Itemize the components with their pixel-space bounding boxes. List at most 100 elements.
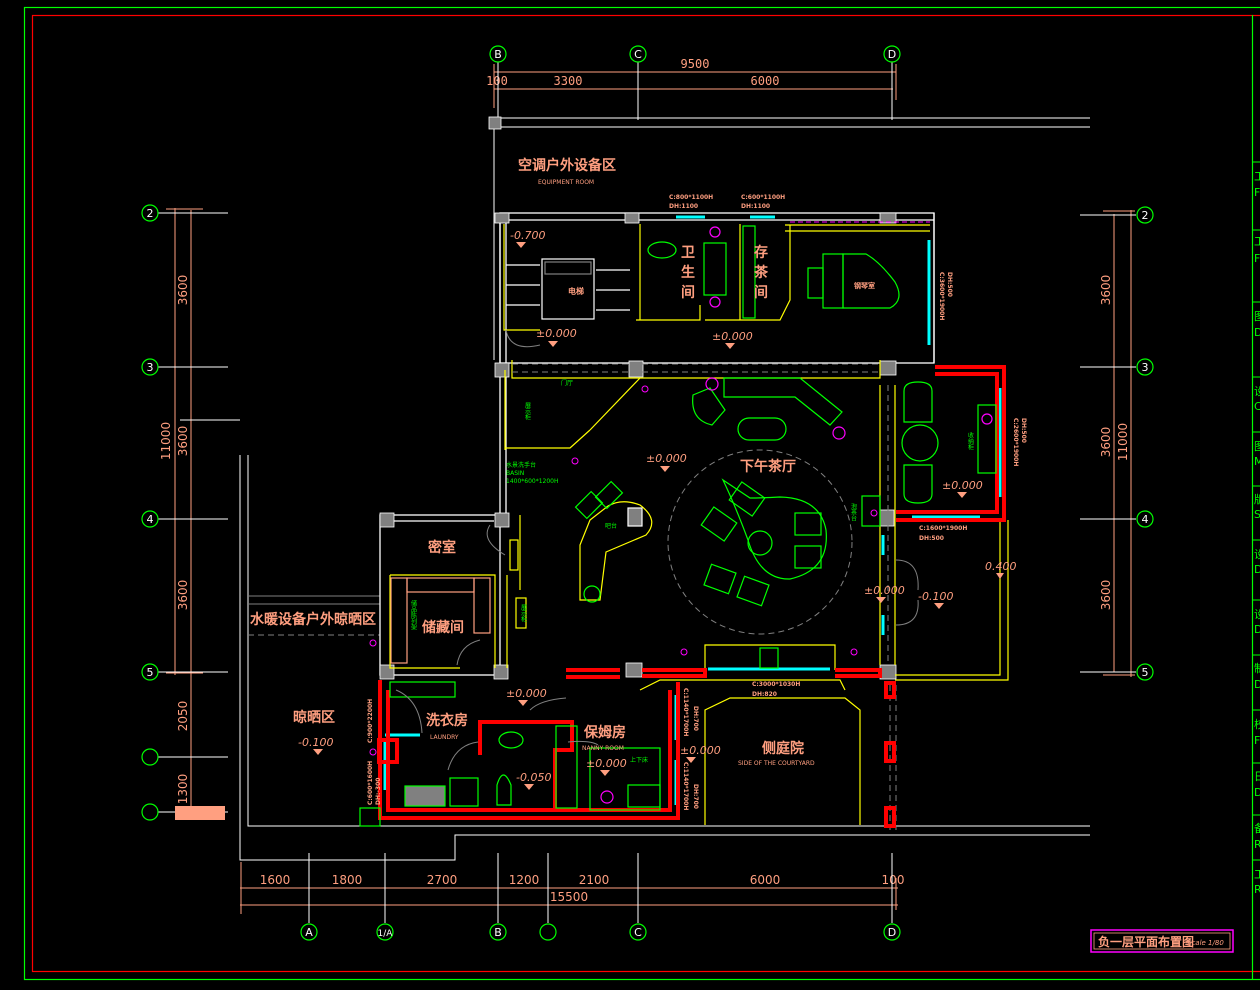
window-tag: DH:-300 bbox=[375, 778, 382, 805]
room-label-laundry-en: LAUNDRY bbox=[430, 734, 459, 741]
level-stair-landing: ±0.000 bbox=[536, 327, 577, 340]
level-stair: -0.700 bbox=[510, 229, 545, 242]
room-label-drying: 晾晒区 bbox=[293, 709, 335, 726]
window-tag: DH:820 bbox=[752, 691, 777, 698]
window-tag: DH:500 bbox=[946, 272, 953, 297]
furniture-labels: 门厅 展示柜 水景洗手台 BASIN 1400*600*1200H 吧台 泡茶台… bbox=[410, 379, 974, 764]
side-cell: R bbox=[1254, 883, 1260, 896]
axis-label-left: 2 bbox=[147, 207, 154, 220]
dim-right-seg: 3600 bbox=[1099, 427, 1113, 458]
dim-bottom-seg: 1600 bbox=[260, 873, 291, 887]
window-tag: C:900*2200H bbox=[367, 699, 374, 743]
window-tag: C:600*1100H bbox=[741, 194, 785, 201]
room-label-nanny-en: NANNY ROOM bbox=[582, 745, 624, 752]
drawing-scale: Scale 1/80 bbox=[1187, 939, 1224, 947]
window-tag: DH:500 bbox=[1020, 418, 1027, 443]
side-cell: 工 bbox=[1254, 868, 1260, 881]
room-label-secret-room: 密室 bbox=[427, 539, 456, 556]
room-label-bathroom: 间 bbox=[681, 284, 695, 301]
level-triangles bbox=[313, 242, 1004, 790]
bottom-axis-bubbles bbox=[300, 923, 901, 941]
dim-top-seg: 6000 bbox=[751, 74, 780, 88]
level-terrace: 0.400 bbox=[985, 560, 1017, 573]
right-axis-bubbles bbox=[1136, 206, 1154, 681]
axis-label-right: 4 bbox=[1142, 513, 1149, 526]
axis-label-top: C bbox=[634, 48, 642, 61]
room-label-tea-storage: 茶 bbox=[753, 264, 769, 281]
top-axis-lines bbox=[497, 62, 893, 120]
side-cell: F bbox=[1254, 734, 1260, 747]
label-bar: 吧台 bbox=[605, 522, 617, 530]
side-cell: D bbox=[1254, 326, 1260, 339]
room-label-bathroom: 卫 bbox=[681, 245, 695, 261]
dim-bottom-seg: 1200 bbox=[509, 873, 540, 887]
room-label-elevator: 电梯 bbox=[568, 286, 584, 296]
room-label-equipment-en: EQUIPMENT ROOM bbox=[538, 179, 594, 186]
dim-bottom-seg: 100 bbox=[882, 873, 905, 887]
window-tags: C:800*1100H DH:1100 C:600*1100H DH:1100 … bbox=[367, 194, 1027, 810]
room-label-storage: 储藏间 bbox=[421, 619, 464, 636]
dim-bottom-seg: 2700 bbox=[427, 873, 458, 887]
dim-right-seg: 3600 bbox=[1099, 275, 1113, 306]
bottom-dimensions bbox=[240, 862, 898, 914]
dim-left-total: 11000 bbox=[159, 422, 173, 460]
level-exterior: -0.100 bbox=[918, 590, 953, 603]
window-tag: DH:1100 bbox=[741, 203, 770, 210]
furniture bbox=[359, 225, 997, 827]
level-markers: -0.700 ±0.000 ±0.000 ±0.000 ±0.000 ±0.00… bbox=[298, 229, 1017, 784]
room-label-bathroom: 生 bbox=[681, 264, 695, 281]
axis-label-bottom: B bbox=[494, 926, 502, 939]
room-label-laundry: 洗衣房 bbox=[426, 712, 468, 729]
dim-left-seg: 3600 bbox=[176, 580, 190, 611]
side-cell: D bbox=[1254, 678, 1260, 691]
side-cell: F bbox=[1254, 186, 1260, 199]
axis-label-bottom: A bbox=[305, 926, 313, 939]
level-hall: ±0.000 bbox=[646, 452, 687, 465]
dim-right-total: 11000 bbox=[1116, 423, 1130, 461]
label-shelf: 收纳柜 bbox=[967, 431, 974, 451]
level-tea-room: ±0.000 bbox=[942, 479, 983, 492]
side-cell: 日 bbox=[1254, 770, 1260, 783]
side-cell: 图 bbox=[1254, 440, 1260, 453]
level-laundry-front: ±0.000 bbox=[506, 687, 547, 700]
axis-label-top: B bbox=[494, 48, 502, 61]
dim-left-seg: 3600 bbox=[176, 275, 190, 306]
side-cell: D bbox=[1254, 563, 1260, 576]
axis-label-bottom: D bbox=[888, 926, 896, 939]
window-tag: C:1600*1900H bbox=[919, 525, 967, 532]
window-tag: C:3000*1030H bbox=[752, 681, 800, 688]
drawing-title-block: 负一层平面布置图 Scale 1/80 bbox=[1090, 929, 1234, 953]
dim-bottom-total: 15500 bbox=[550, 890, 588, 904]
dim-bottom-seg: 6000 bbox=[750, 873, 781, 887]
side-cell: R bbox=[1254, 838, 1260, 851]
room-label-tea-storage: 存 bbox=[754, 244, 768, 261]
drawing-title: 负一层平面布置图 bbox=[1098, 934, 1194, 949]
side-cell: 工 bbox=[1254, 170, 1260, 183]
axis-label-right: 3 bbox=[1142, 361, 1149, 374]
window-tag: C:800*1100H bbox=[669, 194, 713, 201]
side-cell: M bbox=[1254, 455, 1260, 468]
drawing-frame bbox=[23, 6, 1260, 981]
window-tag: DH:700 bbox=[692, 706, 699, 731]
room-label-tea-hall: 下午茶厅 bbox=[740, 458, 796, 475]
side-cell: 工 bbox=[1254, 235, 1260, 248]
label-basin-size: 1400*600*1200H bbox=[506, 478, 559, 485]
window-tag: C:1140*1700H bbox=[682, 688, 689, 736]
axis-label-top: D bbox=[888, 48, 896, 61]
dim-left-seg: 3600 bbox=[176, 426, 190, 457]
side-cell: C bbox=[1254, 400, 1260, 413]
window-tag: C:2600*1900H bbox=[1012, 418, 1019, 466]
left-dimensions bbox=[166, 208, 203, 810]
window-tag: DH:1100 bbox=[669, 203, 698, 210]
axis-label-left: 4 bbox=[147, 513, 154, 526]
room-label-hvac-drying: 水暖设备户外晾晒区 bbox=[250, 611, 376, 628]
bottom-axis-lines bbox=[308, 853, 893, 923]
new-walls bbox=[377, 365, 1006, 828]
dim-top-total: 9500 bbox=[681, 57, 710, 71]
window-tag: C:3600*1900H bbox=[938, 272, 945, 320]
side-cell: 制 bbox=[1254, 662, 1260, 675]
label-display-cabinet-2: 展示柜 bbox=[520, 604, 527, 623]
side-title-strip: 工 F 工 F 图 D 设 C 图 M 版 S 设 D 设 D 制 D 校 F … bbox=[1252, 161, 1260, 896]
label-bunk: 上下床 bbox=[630, 756, 648, 764]
